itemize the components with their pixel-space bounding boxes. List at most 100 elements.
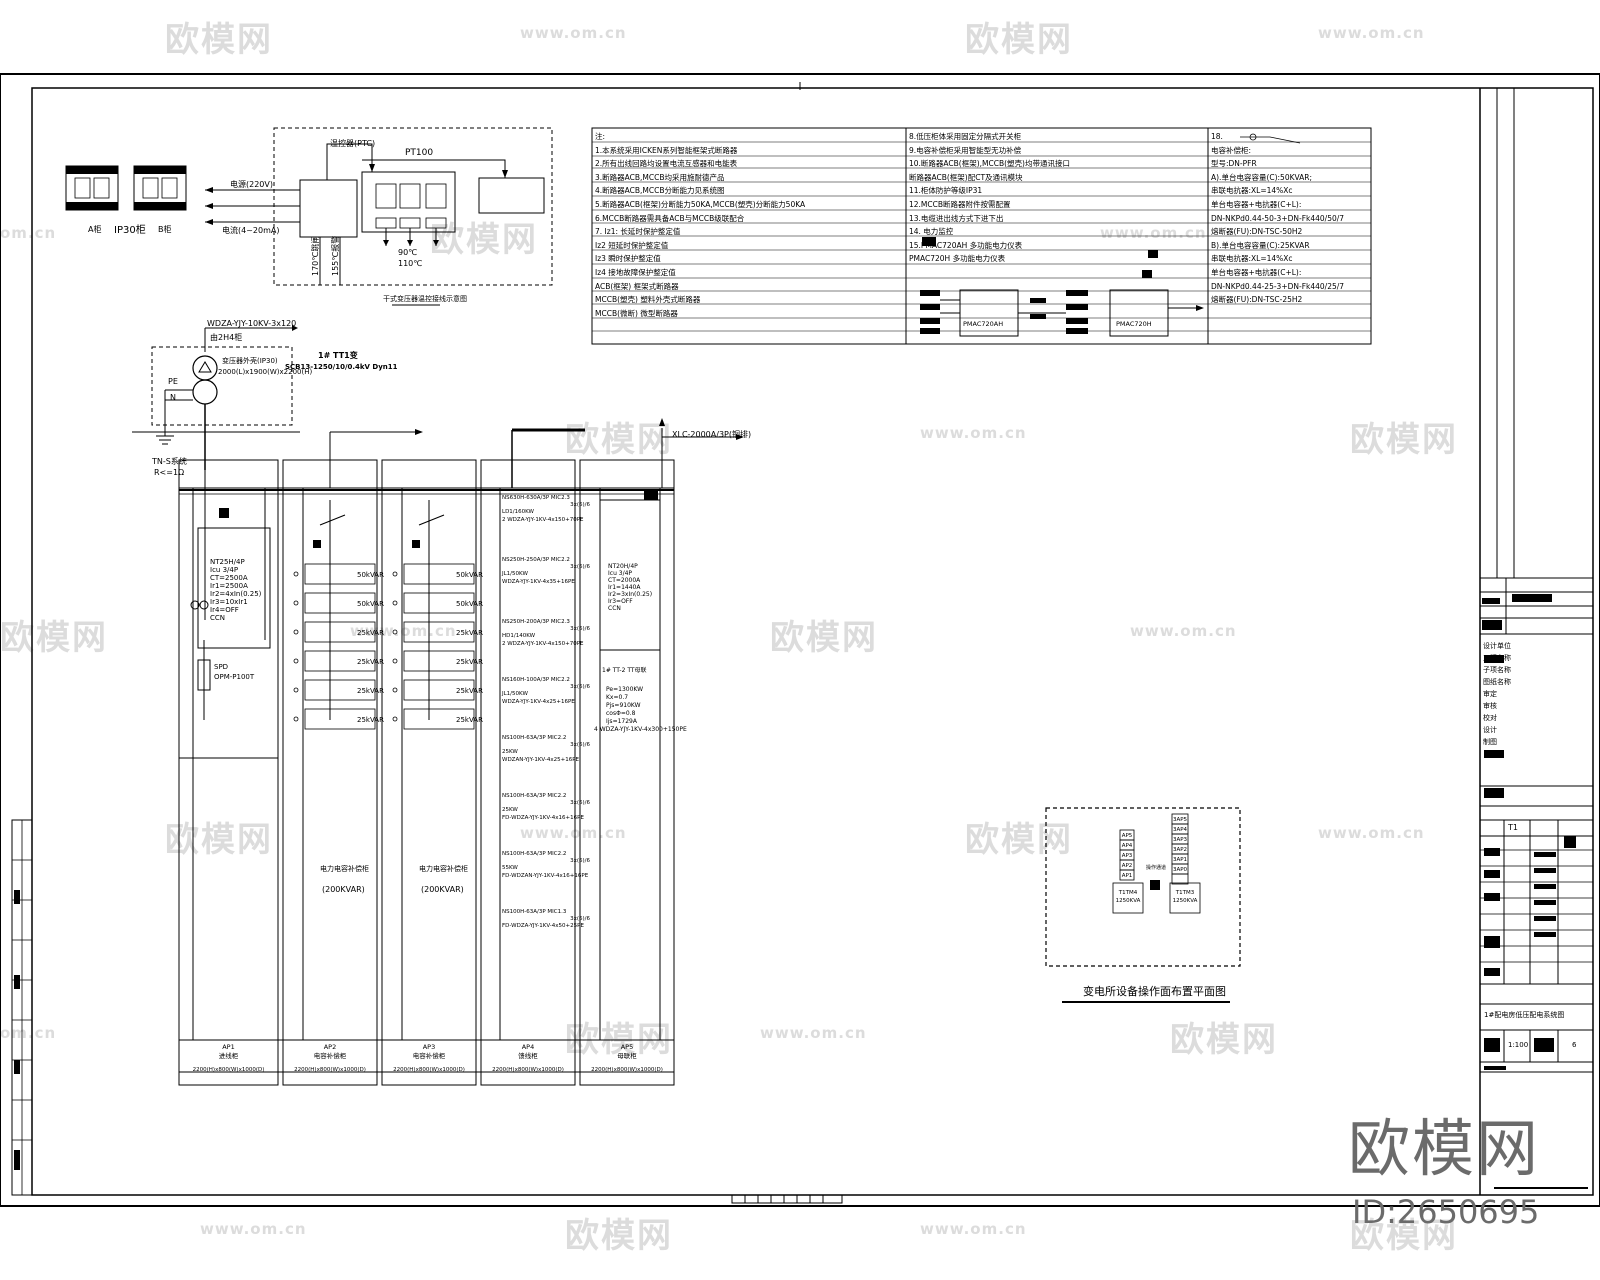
cap-row: 25kVAR xyxy=(456,658,483,666)
transformer-t1-box: T1TM4 1250KVA xyxy=(1115,890,1141,904)
note-line: 断路器ACB(框架)配CT及通讯模块 xyxy=(909,172,1023,182)
feeder-breaker: NS100H-63A/3P MIC1.3 xyxy=(502,909,567,915)
feeder-entry: NS250H-250A/3P MIC2.2 3x(6)/6 JL1/50KW W… xyxy=(502,557,590,619)
incoming-cable-label: WDZA-YJY-10KV-3x120 xyxy=(207,319,297,328)
watermark-url: www.om.cn xyxy=(1130,622,1237,640)
feeder-load: JL1/50KW xyxy=(502,691,528,698)
feeder-load: HD1/140KW xyxy=(502,633,536,640)
note-line: 型号:DN-PFR xyxy=(1211,159,1257,169)
note-line: 4.断路器ACB,MCCB分断能力见系统图 xyxy=(595,186,725,196)
note-line: 12.MCCB断路器附件按需配置 xyxy=(909,199,1011,209)
note-line: 18. xyxy=(1211,132,1223,141)
panel-size: 2200(H)x800(W)x1000(D) xyxy=(192,1067,265,1073)
tie-breaker-settings: NT20H/4P Icu 3/4P CT=2000A Ir1=1440A Ir2… xyxy=(608,563,652,612)
pe-label: PE xyxy=(168,377,178,386)
feeder-load: 25KW xyxy=(502,807,518,814)
cap-row: 25kVAR xyxy=(357,658,384,666)
panel-size: 2200(H)x800(W)x1000(D) xyxy=(591,1067,663,1073)
panel-name: 电容补偿柜 xyxy=(313,1052,347,1060)
feeder-entry: NS100H-63A/3P MIC2.2 3x(6)/6 25KW WDZAN-… xyxy=(502,735,590,793)
note-line: 串联电抗器:XL=14%Xc xyxy=(1211,186,1293,196)
cap-panel-2-rows: 50kVAR 50kVAR 25kVAR 25kVAR 25kVAR 25kVA… xyxy=(456,561,483,735)
panel-name: 电容补偿柜 xyxy=(412,1052,446,1060)
title-item: 设计单位 xyxy=(1483,642,1511,650)
note-line: ACB(框架) 框架式断路器 xyxy=(595,281,679,291)
note-line: 11.柜体防护等级IP31 xyxy=(909,186,983,196)
asset-id: ID:2650695 xyxy=(1352,1193,1540,1231)
cap-row: 50kVAR xyxy=(357,571,384,579)
watermark-url: www.om.cn xyxy=(520,824,627,842)
calc-line: cosΦ=0.8 xyxy=(606,710,636,717)
panel-label-ap1: AP1 进线柜 2200(H)x800(W)x1000(D) xyxy=(179,1043,278,1075)
watermark-brand: 欧模网 xyxy=(1350,1216,1458,1256)
calc-line: 4 WDZA-YJY-1KV-4x300+150PE xyxy=(594,726,687,733)
watermark-brand: 欧模网 xyxy=(1170,1020,1278,1060)
resistance-label: R<=1Ω xyxy=(154,468,185,477)
temp-90-label: 90℃ xyxy=(398,248,418,257)
panel-label-ap3: AP3 电容补偿柜 2200(H)x800(W)x1000(D) xyxy=(382,1043,476,1075)
feeder-cable: FD-WDZA-YJY-1KV-4x50+25PE xyxy=(502,923,584,930)
room-plan-center: 操作通道 xyxy=(1146,865,1167,871)
title-block-t1: T1 xyxy=(1508,823,1518,832)
feeder-breaker: NS160H-100A/3P MIC2.2 xyxy=(502,677,570,683)
feeder-breaker: NS250H-250A/3P MIC2.2 xyxy=(502,557,570,563)
controller-caption: 干式变压器温控接线示意图 xyxy=(383,295,467,303)
signal-label: 电流(4~20mA) xyxy=(222,226,280,235)
feeder-cap: 3x(6)/6 xyxy=(570,564,590,571)
calc-line: Pe=1300KW xyxy=(606,686,644,693)
panel-code: AP2 xyxy=(323,1043,337,1051)
feeder-entry: NS160H-100A/3P MIC2.2 3x(6)/6 JL1/50KW W… xyxy=(502,677,590,735)
panel-code: AP3 xyxy=(422,1043,436,1051)
panel-code: AP5 xyxy=(620,1043,634,1051)
note-line: PMAC720H 多功能电力仪表 xyxy=(909,254,1006,264)
note-line: 熔断器(FU):DN-TSC-25H2 xyxy=(1211,295,1303,305)
title-item: 制图 xyxy=(1483,738,1497,746)
feeder-breaker: NS100H-63A/3P MIC2.2 xyxy=(502,735,567,741)
feeder-cable: FD-WDZA-YJY-1KV-4x16+16PE xyxy=(502,814,584,821)
watermark-url: www.om.cn xyxy=(1100,224,1207,242)
watermark-brand: 欧模网 xyxy=(565,420,673,460)
watermark-brand: 欧模网 xyxy=(165,20,273,60)
feeder-cap: 3x(6)/6 xyxy=(570,626,590,633)
note-line: 8.低压柜体采用固定分隔式开关柜 xyxy=(909,132,1022,141)
feeder-cap: 3x(6)/6 xyxy=(570,916,590,923)
drawing-title: 1#配电房低压配电系统图 xyxy=(1484,1011,1565,1019)
breaker-setting: Ir1=1440A xyxy=(608,584,641,591)
watermark-brand: 欧模网 xyxy=(770,618,878,658)
watermark-url: www.om.cn xyxy=(920,1220,1027,1238)
note-line: Iz2 短延时保护整定值 xyxy=(595,240,669,250)
feeder-cable: 2 WDZA-YJY-1KV-4x150+70PE xyxy=(502,516,584,523)
plan-cell: 3AP2 xyxy=(1172,847,1188,853)
feeder-cap: 3x(6)/6 xyxy=(570,684,590,691)
title-item: 设计 xyxy=(1483,726,1497,734)
note-line: MCCB(微断) 微型断路器 xyxy=(595,308,678,318)
note-line: 电容补偿柜: xyxy=(1211,145,1252,155)
watermark-brand: 欧模网 xyxy=(965,20,1073,60)
watermark-url: om.cn xyxy=(0,224,57,242)
feeder-cap: 3x(6)/6 xyxy=(570,800,590,807)
feeder-cable: WDZA-YJY-1KV-4x25+16PE xyxy=(502,698,575,705)
breaker-setting: CT=2000A xyxy=(608,577,641,584)
title-item: 校对 xyxy=(1483,714,1497,722)
cap-panel-1-caption: 电力电容补偿柜 xyxy=(320,865,369,873)
feeder-load: JL1/50KW xyxy=(502,571,528,578)
watermark-brand: 欧模网 xyxy=(0,618,108,658)
breaker-setting: Ir3=10xIr1 xyxy=(210,598,248,606)
feeder-breaker: NS630H-630A/3P MIC2.3 xyxy=(502,495,570,501)
note-line: 14. 电力监控 xyxy=(909,227,954,237)
tie-load-calc: Pe=1300KW Kx=0.7 Pjs=910KW cosΦ=0.8 Ijs=… xyxy=(594,686,687,734)
power-label: 电源(220V) xyxy=(230,180,273,189)
transformer-spec-title: 1# TT1变 xyxy=(318,351,358,360)
breaker-model: NT20H/4P xyxy=(608,563,638,570)
feeder-entry: NS250H-200A/3P MIC2.3 3x(6)/6 HD1/140KW … xyxy=(502,619,590,677)
watermark-brand: 欧模网 xyxy=(430,220,538,260)
note-line: 10.断路器ACB(框架),MCCB(塑壳)均带通讯接口 xyxy=(909,159,1070,169)
temp-155-label: 155℃报警 xyxy=(331,235,340,276)
watermark-brand: 欧模网 xyxy=(565,1216,673,1256)
cap-panel-1-capacity: (200KVAR) xyxy=(322,885,365,894)
cap-row: 25kVAR xyxy=(357,716,384,724)
plan-cell: 3AP0 xyxy=(1172,867,1188,873)
note-line: Iz3 瞬时保护整定值 xyxy=(595,254,661,264)
feeder-cable: 2 WDZA-YJY-1KV-4x150+70PE xyxy=(502,640,584,647)
